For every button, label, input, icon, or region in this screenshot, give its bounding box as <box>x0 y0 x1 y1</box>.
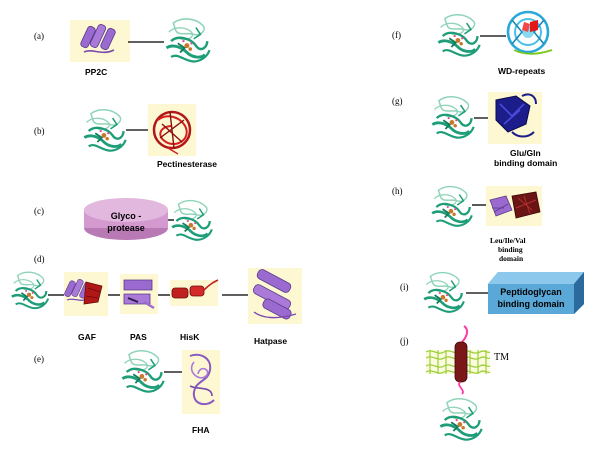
peptidoglycan-label-line-2: binding domain <box>498 299 565 309</box>
panel-c: (c) Glyco - protease <box>34 198 214 242</box>
hisk-label: HisK <box>180 332 200 342</box>
kinase-domain-e <box>120 349 166 394</box>
intracellular-linker <box>458 381 464 395</box>
transmembrane-helix <box>454 341 468 383</box>
leu-ile-val-label-line-2: binding <box>498 245 523 254</box>
panel-i: (i) Peptidoglycan binding domain <box>400 271 584 314</box>
panel-label-b: (b) <box>34 126 45 136</box>
pectinesterase-label: Pectinesterase <box>157 159 217 169</box>
panel-label-i: (i) <box>400 282 409 292</box>
panel-e: (e) FHA <box>34 349 220 435</box>
kinase-domain-d <box>10 270 50 310</box>
glycoprotease-label-line-2: protease <box>107 223 145 233</box>
gaf-label: GAF <box>78 332 96 342</box>
fha-domain <box>182 350 220 414</box>
glu-gln-label-line-2: binding domain <box>494 158 557 168</box>
panel-a: (a) PP2C <box>34 17 211 77</box>
tm-label: TM <box>494 352 509 363</box>
panel-h: (h) Leu/Ile/Val binding domain <box>392 185 542 263</box>
hatpase-label: Hatpase <box>254 336 287 346</box>
extracellular-tail <box>461 325 469 343</box>
leu-ile-val-label-line-1: Leu/Ile/Val <box>490 236 526 245</box>
peptidoglycan-label-line-1: Peptidoglycan <box>500 287 562 297</box>
glycoprotease-label-line-1: Glyco - <box>111 211 142 221</box>
wd-repeats-domain <box>506 10 553 55</box>
hatpase-domain <box>248 268 302 324</box>
kinase-domain-i <box>422 271 466 314</box>
panel-label-d: (d) <box>34 254 45 264</box>
glu-gln-binding-domain <box>488 92 542 144</box>
pp2c-label: PP2C <box>85 67 107 77</box>
gaf-domain <box>64 272 108 316</box>
fha-label: FHA <box>192 425 209 435</box>
panel-j: (j) TM <box>400 325 509 442</box>
panel-d: (d) GAF PAS HisK <box>10 254 302 346</box>
pp2c-domain <box>70 20 130 62</box>
panel-label-j: (j) <box>400 336 409 346</box>
kinase-domain-g <box>430 95 476 140</box>
glu-gln-label-line-1: Glu/Gln <box>510 148 541 158</box>
leu-ile-val-label-line-3: domain <box>499 254 524 263</box>
panel-f: (f) WD-repeats <box>392 10 553 76</box>
panel-label-h: (h) <box>392 186 403 196</box>
kinase-domain-j <box>438 397 484 442</box>
wd-repeats-label: WD-repeats <box>498 66 546 76</box>
kinase-domain-h <box>430 185 474 228</box>
panel-b: (b) Pectinesterase <box>34 104 217 169</box>
pectinesterase-domain <box>148 104 196 156</box>
panel-g: (g) Glu/Gln binding domain <box>392 92 557 168</box>
kinase-domain-a <box>165 17 211 63</box>
panel-label-g: (g) <box>392 96 403 106</box>
pas-domain <box>120 274 158 314</box>
glycoprotease-domain: Glyco - protease <box>84 198 168 240</box>
panel-label-f: (f) <box>392 30 401 40</box>
panel-label-e: (e) <box>34 354 44 364</box>
kinase-domain-c <box>170 199 214 242</box>
peptidoglycan-binding-domain: Peptidoglycan binding domain <box>488 272 584 314</box>
kinase-domain-f <box>436 13 482 58</box>
panel-label-a: (a) <box>34 31 44 41</box>
kinase-domain-b <box>82 108 128 153</box>
pas-label: PAS <box>130 332 147 342</box>
panel-label-c: (c) <box>34 206 44 216</box>
leu-ile-val-binding-domain <box>486 186 542 226</box>
hisk-domain <box>170 279 219 306</box>
